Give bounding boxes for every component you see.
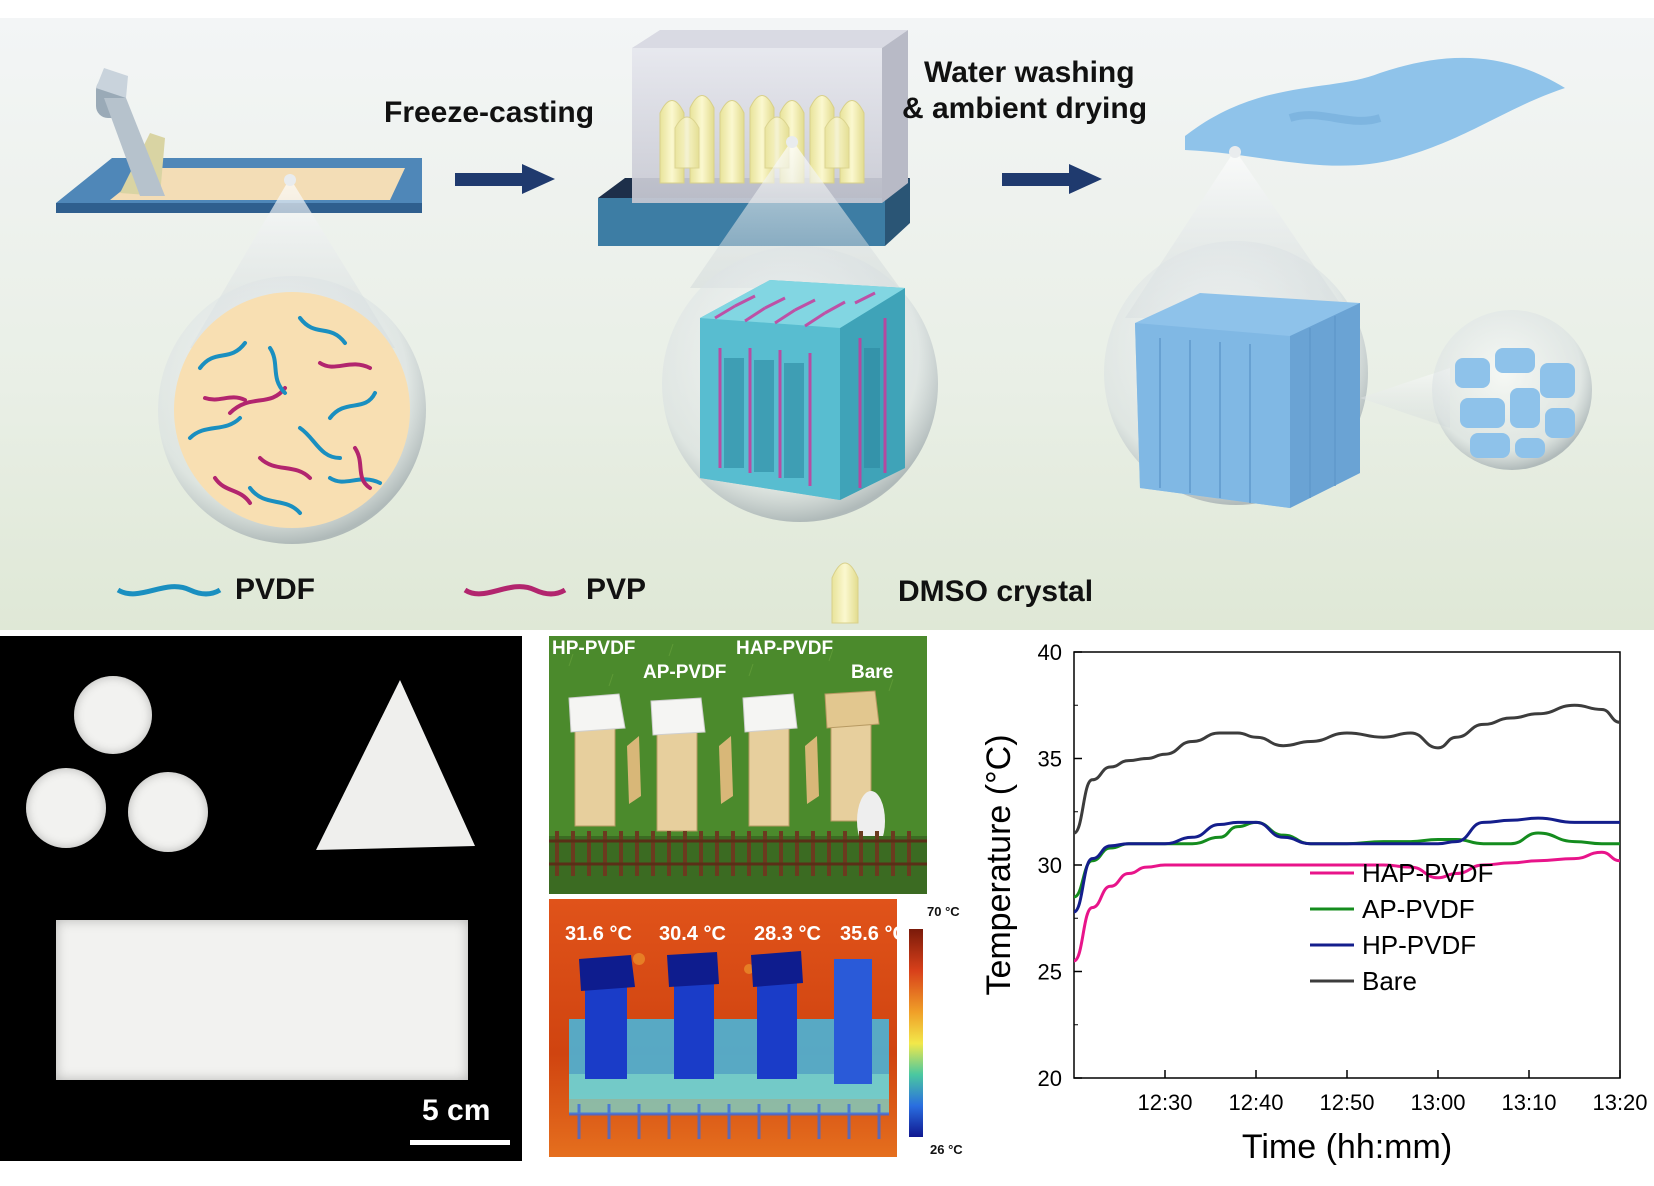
house-body [748,715,790,827]
process-schematic-panel: Freeze-casting Water washing & ambient d… [0,18,1654,630]
house-body [656,720,698,832]
scale-bar-label: 5 cm [422,1094,491,1127]
legend-label-ap-pvdf: AP-PVDF [1362,894,1475,924]
hap-pvdf-house-label: HAP-PVDF [736,638,834,659]
rectangle-sample [56,920,468,1080]
model-houses-photo: HP-PVDF AP-PVDF HAP-PVDF Bare [549,636,927,894]
pvp-legend-line [463,584,567,597]
scale-min-label: 26 °C [930,1142,963,1157]
infrared-thermal-image: 31.6 °C 30.4 °C 28.3 °C 35.6 °C [549,899,927,1157]
x-tick-label: 13:10 [1501,1090,1556,1115]
hap-pvdf-temp: 28.3 °C [754,923,821,945]
porous-membrane-magnified-view [1104,146,1592,508]
circle-sample [74,676,152,754]
dmso-legend-icon [831,562,859,624]
pvdf-legend-label: PVDF [235,573,316,606]
y-tick-label: 20 [1038,1066,1062,1091]
arrow-washing-drying [1002,164,1102,194]
scale-max-label: 70 °C [927,904,960,919]
x-tick-label: 13:20 [1592,1090,1647,1115]
bare-house-roof [824,690,880,729]
frozen-structure-magnified-view [662,136,938,522]
y-tick-label: 25 [1038,960,1062,985]
temperature-chart-svg: 20 25 30 35 40 12:30 12:40 12:50 13:00 13:10 13:20… [980,640,1648,1166]
arrow-freeze-casting [455,164,555,194]
pvdf-legend-line [116,584,222,597]
bare-temp: 35.6 °C [840,923,907,945]
pvp-legend-label: PVP [586,573,647,606]
y-axis-title: Temperature (°C) [980,734,1018,995]
house-roof [568,693,626,733]
circle-sample [26,768,106,848]
bare-house-thermal [834,959,872,1084]
x-axis-title: Time (hh:mm) [1242,1128,1452,1166]
casting-plate [56,68,422,213]
x-tick-label: 13:00 [1410,1090,1465,1115]
bare-house-label: Bare [851,662,894,683]
ap-pvdf-temp: 30.4 °C [659,923,726,945]
ap-pvdf-house-label: AP-PVDF [643,662,727,683]
series-line-hp-pvdf [1073,816,1620,914]
membrane-sheet [1185,57,1565,166]
house-body [574,715,616,827]
series-line-hap-pvdf [1073,850,1621,963]
dmso-legend-label: DMSO crystal [898,575,1094,608]
series-line-bare [1073,703,1621,835]
legend-label-hp-pvdf: HP-PVDF [1362,930,1476,960]
scale-bar [410,1140,510,1145]
x-tick-label: 12:50 [1319,1090,1374,1115]
y-tick-label: 30 [1038,853,1062,878]
legend-label-bare: Bare [1362,966,1417,996]
x-tick-label: 12:40 [1228,1090,1283,1115]
y-tick-label: 40 [1038,640,1062,665]
water-washing-label: Water washing [924,56,1135,89]
circle-sample [128,772,208,852]
y-tick-label: 35 [1038,747,1062,772]
hp-pvdf-house-label: HP-PVDF [552,638,636,659]
membrane-shapes-photo: 5 cm [0,636,522,1161]
house-roof [742,693,798,733]
hp-pvdf-temp: 31.6 °C [565,923,632,945]
temperature-chart: 20 25 30 35 40 12:30 12:40 12:50 13:00 13:10 13:20… [960,630,1654,1181]
houses-drawing [549,636,927,894]
x-tick-label: 12:30 [1137,1090,1192,1115]
ambient-drying-label: & ambient drying [902,92,1148,125]
temperature-color-scale [909,929,923,1137]
freeze-casting-label: Freeze-casting [384,96,595,129]
legend-label-hap-pvdf: HAP-PVDF [1362,858,1493,888]
thermal-drawing [549,899,927,1157]
schematic-drawing [56,30,1592,624]
solution-magnified-view [158,174,426,544]
fence [555,831,911,876]
triangle-sample [316,680,475,850]
porous-scaffold-pvp [700,280,905,500]
grass-texture [568,643,894,692]
house-roof [650,697,706,736]
